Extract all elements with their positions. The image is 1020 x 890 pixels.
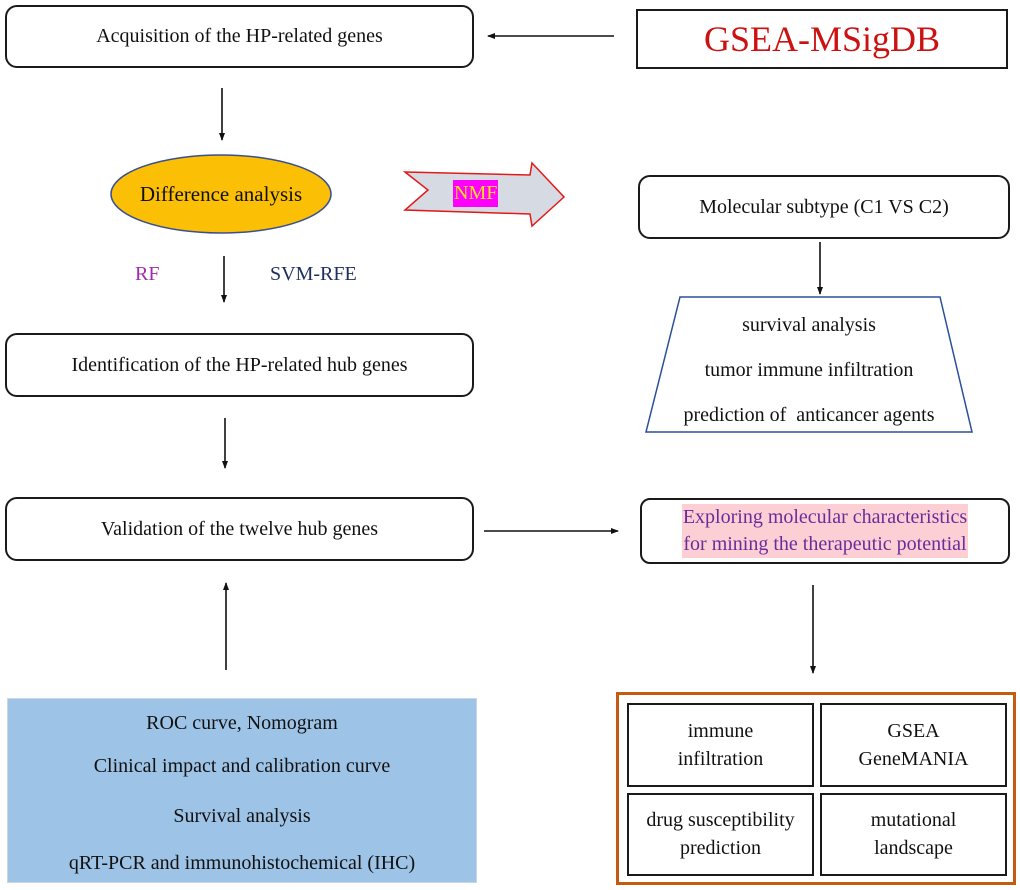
difference-analysis-label: Difference analysis [139,181,303,206]
grid-cell-drug-susceptibility: drug susceptibility prediction [627,792,814,876]
source-db-node: GSEA-MSigDB [636,9,1008,69]
exploring-node: Exploring molecular characteristics for … [640,498,1010,564]
exploring-line-1: Exploring molecular characteristics [681,504,969,531]
validation-method-item: Survival analysis [173,805,311,827]
grid-cell-line: GSEA [887,719,940,742]
molecular-subtype-label: Molecular subtype (C1 VS C2) [699,195,949,218]
grid-cell-line: drug susceptibility [646,809,795,832]
validation-method-item: qRT-PCR and immunohistochemical (IHC) [68,852,416,874]
subtype-analysis-item: tumor immune infiltration [704,359,914,381]
nmf-label: NMF [453,180,499,207]
validation-node: Validation of the twelve hub genes [5,497,474,561]
molecular-subtype-node: Molecular subtype (C1 VS C2) [638,175,1010,239]
difference-analysis-node: Difference analysis [111,175,331,213]
grid-cell-line: mutational [870,809,957,832]
identification-label: Identification of the HP-related hub gen… [71,353,408,376]
subtype-analysis-item: prediction of anticancer agents [683,404,935,426]
grid-cell-line: GeneMANIA [858,747,969,770]
grid-cell-gsea-genemania: GSEA GeneMANIA [820,703,1007,787]
grid-cell-line: immune [687,719,754,742]
subtype-analyses-list: survival analysis tumor immune infiltrat… [646,303,972,438]
acquisition-node: Acquisition of the HP-related genes [5,5,474,68]
validation-label: Validation of the twelve hub genes [100,517,379,540]
identification-node: Identification of the HP-related hub gen… [5,333,474,397]
grid-cell-immune-infiltration: immune infiltration [627,703,814,787]
grid-cell-line: infiltration [677,747,764,770]
method-rf-label: RF [135,263,160,285]
exploring-line-2: for mining the therapeutic potential [682,531,968,558]
validation-method-item: ROC curve, Nomogram [146,712,338,734]
method-svm-rfe-label: SVM-RFE [270,263,357,285]
grid-cell-mutational-landscape: mutational landscape [820,792,1007,876]
subtype-analysis-item: survival analysis [742,314,876,336]
acquisition-label: Acquisition of the HP-related genes [96,25,383,47]
source-db-label: GSEA-MSigDB [703,19,941,59]
characteristics-grid-frame: immune infiltration GSEA GeneMANIA drug … [616,692,1016,885]
validation-methods-panel: ROC curve, Nomogram Clinical impact and … [7,698,477,883]
grid-cell-line: prediction [679,837,762,860]
validation-method-item: Clinical impact and calibration curve [93,755,391,777]
grid-cell-line: landscape [874,837,953,860]
